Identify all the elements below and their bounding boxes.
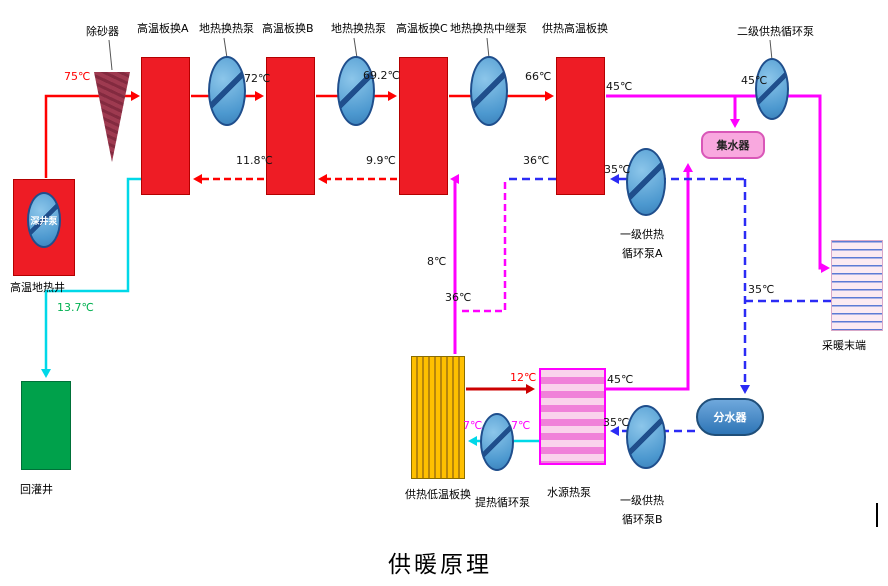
relay-pump-label: 地热换热中继泵 bbox=[450, 22, 527, 35]
temp-well-out: 75℃ bbox=[64, 70, 91, 83]
heat-lift-pump-label: 提热循环泵 bbox=[475, 496, 530, 509]
deep-well-pump-label: 深井泵 bbox=[30, 216, 58, 227]
heating-terminal bbox=[831, 240, 883, 331]
temp-before-sec-pump: 45℃ bbox=[741, 74, 768, 87]
temp-after-c: 66℃ bbox=[525, 70, 552, 83]
temp-after-a: 72℃ bbox=[244, 72, 271, 85]
pipe-geothermal-return-arrows bbox=[193, 174, 327, 184]
heat-lift-pump bbox=[480, 413, 514, 471]
temp-lift-supply: 7℃ bbox=[463, 419, 483, 432]
primary-pump-a-label-1: 一级供热 bbox=[620, 228, 664, 241]
label-leader-lines bbox=[108, 37, 773, 71]
pipe-geothermal-supply-arrows bbox=[131, 91, 554, 101]
temp-mid-return: 36℃ bbox=[445, 291, 472, 304]
temp-lift-return: 7℃ bbox=[511, 419, 531, 432]
temp-return-b: 9.9℃ bbox=[366, 154, 396, 167]
temp-return-supply-hx: 36℃ bbox=[523, 154, 550, 167]
low-temp-exchanger bbox=[411, 356, 465, 479]
cursor-bar bbox=[876, 503, 878, 527]
geo-pump-1-label: 地热换热泵 bbox=[199, 22, 254, 35]
supply-high-temp-exchanger bbox=[556, 57, 605, 195]
secondary-supply-pump bbox=[755, 58, 789, 120]
geothermal-relay-pump bbox=[470, 56, 508, 126]
water-collector-label: 集水器 bbox=[716, 139, 750, 152]
plate-exchanger-a bbox=[141, 57, 190, 195]
geothermal-well-label: 高温地热井 bbox=[10, 281, 65, 294]
plate-exchanger-c bbox=[399, 57, 448, 195]
pipe-mid-return-dashed bbox=[458, 182, 507, 313]
pipe-heat-pump-feed-arrow bbox=[526, 384, 535, 394]
water-source-heat-pump bbox=[539, 368, 606, 465]
temp-lift-line: 8℃ bbox=[427, 255, 447, 268]
geothermal-pump-2 bbox=[337, 56, 375, 126]
exchanger-c-label: 高温板换C bbox=[396, 22, 448, 35]
primary-pump-b-label-1: 一级供热 bbox=[620, 494, 664, 507]
water-collector: 集水器 bbox=[701, 131, 765, 159]
heating-terminal-label: 采暖末端 bbox=[822, 339, 866, 352]
exchanger-a-label: 高温板换A bbox=[137, 22, 189, 35]
supply-exchanger-label: 供热高温板换 bbox=[542, 22, 608, 35]
exchanger-b-label: 高温板换B bbox=[262, 22, 314, 35]
temp-supply-out: 45℃ bbox=[606, 80, 633, 93]
temp-into-hp: 35℃ bbox=[603, 416, 630, 429]
pipe-heating-supply-arrows bbox=[450, 119, 830, 273]
low-temp-exchanger-label: 供热低温板换 bbox=[405, 488, 471, 501]
primary-pump-a-label-2: 循环泵A bbox=[622, 247, 663, 260]
pipe-reinjection-arrows bbox=[41, 369, 477, 446]
reinjection-well-label: 回灌井 bbox=[20, 483, 53, 496]
geo-pump-2-label: 地热换热泵 bbox=[331, 22, 386, 35]
sand-remover-label: 除砂器 bbox=[86, 25, 119, 38]
deep-well-pump: 深井泵 bbox=[27, 192, 61, 248]
water-distributor-label: 分水器 bbox=[713, 411, 747, 424]
water-distributor: 分水器 bbox=[696, 398, 764, 436]
secondary-pump-label: 二级供热循环泵 bbox=[737, 25, 814, 38]
temp-after-b: 69.2℃ bbox=[363, 69, 400, 82]
primary-supply-pump-a bbox=[626, 148, 666, 216]
geothermal-pump-1 bbox=[208, 56, 246, 126]
pipe-heating-return-arrows bbox=[610, 174, 750, 436]
temp-return-a: 11.8℃ bbox=[236, 154, 273, 167]
primary-pump-b-label-2: 循环泵B bbox=[622, 513, 663, 526]
temp-terminal-return: 35℃ bbox=[748, 283, 775, 296]
temp-into-supply-hx: 35℃ bbox=[604, 163, 631, 176]
pipe-heating-supply bbox=[453, 94, 827, 391]
diagram-title: 供暖原理 bbox=[388, 552, 492, 578]
temp-reinjection: 13.7℃ bbox=[57, 301, 94, 314]
reinjection-well bbox=[21, 381, 71, 470]
water-source-hp-label: 水源热泵 bbox=[547, 486, 591, 499]
plate-exchanger-b bbox=[266, 57, 315, 195]
temp-hp-out: 45℃ bbox=[607, 373, 634, 386]
temp-hp-in: 12℃ bbox=[510, 371, 537, 384]
primary-supply-pump-b bbox=[626, 405, 666, 469]
